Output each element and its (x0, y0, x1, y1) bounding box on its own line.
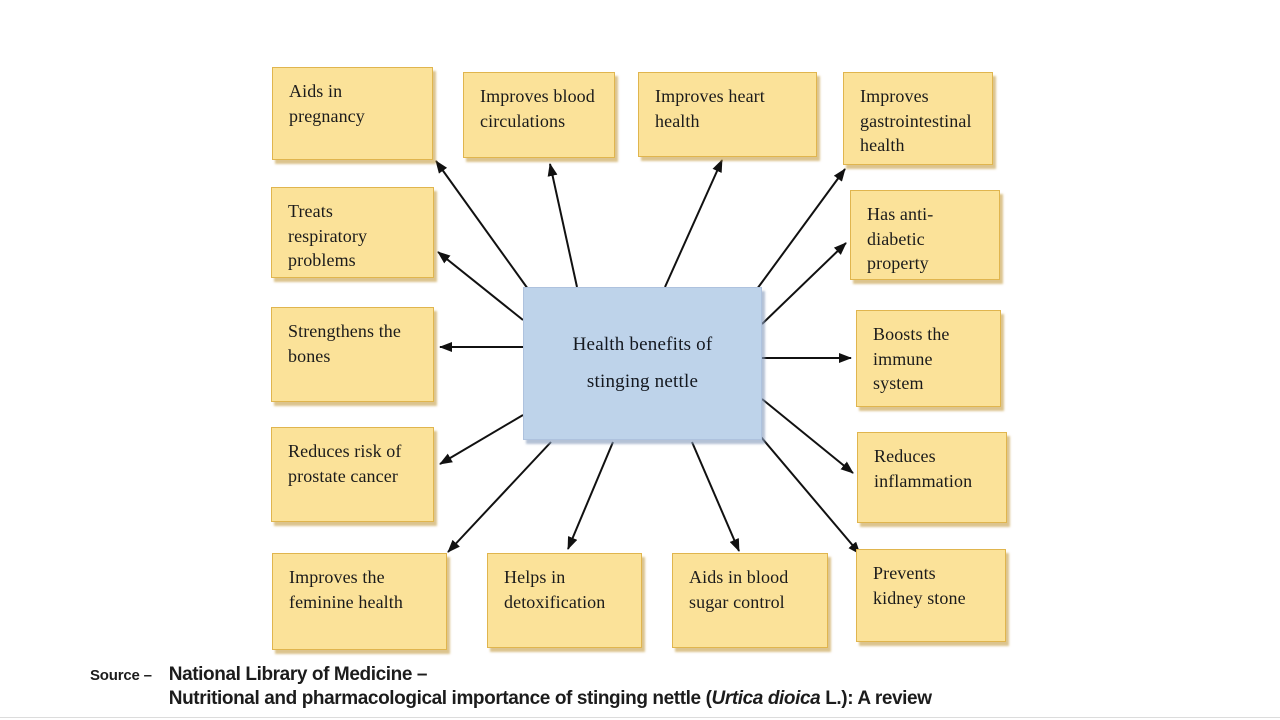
node-strengthens-the-bones: Strengthens the bones (271, 307, 434, 402)
node-reduces-inflammation: Reduces inflammation (857, 432, 1007, 523)
source-line1: National Library of Medicine – (168, 664, 428, 685)
center-node-health-benefits: Health benefits of stinging nettle (523, 287, 762, 440)
arrow-helps-in-detoxification (567, 441, 614, 550)
node-helps-in-detoxification: Helps in detoxification (487, 553, 642, 648)
arrow-reduces-inflammation (761, 398, 854, 474)
node-prevents-kidney-stone: Prevents kidney stone (856, 549, 1006, 642)
node-improves-gastrointestinal-health: Improves gastrointestinal health (843, 72, 993, 165)
node-label: Treats respiratory problems (288, 201, 368, 270)
node-improves-blood-circulations: Improves blood circulations (463, 72, 615, 158)
center-node-line1: Health benefits of (572, 334, 713, 355)
node-improves-heart-health: Improves heart health (638, 72, 817, 157)
node-label: Has anti- diabetic property (867, 204, 934, 273)
node-has-anti-diabetic-property: Has anti- diabetic property (850, 190, 1000, 280)
node-label: Strengthens the bones (288, 321, 401, 366)
node-label: Improves the feminine health (289, 567, 403, 612)
node-treats-respiratory-problems: Treats respiratory problems (271, 187, 434, 278)
node-label: Reduces inflammation (874, 446, 973, 491)
node-label: Improves blood circulations (480, 86, 595, 131)
arrow-has-anti-diabetic-property (761, 242, 847, 325)
arrow-aids-in-pregnancy (435, 160, 529, 290)
node-label: Reduces risk of prostate cancer (288, 441, 402, 486)
source-line2-post: L.): A review (820, 687, 932, 709)
arrow-improves-heart-health (664, 159, 723, 288)
arrow-aids-in-blood-sugar-control (691, 441, 740, 552)
node-boosts-the-immune-system: Boosts the immune system (856, 310, 1001, 407)
node-reduces-risk-of-prostate-cancer: Reduces risk of prostate cancer (271, 427, 434, 522)
arrow-improves-gastrointestinal-health (756, 168, 846, 290)
arrow-improves-the-feminine-health (447, 441, 552, 553)
arrow-improves-blood-circulations (547, 163, 578, 288)
node-improves-the-feminine-health: Improves the feminine health (272, 553, 447, 650)
node-label: Improves heart health (655, 86, 765, 131)
arrow-treats-respiratory-problems (437, 251, 524, 321)
node-label: Improves gastrointestinal health (860, 86, 972, 155)
source-line2-pre: Nutritional and pharmacological importan… (168, 687, 712, 709)
source-caption: Source – National Library of Medicine – … (90, 663, 1269, 710)
page-bottom-rule (0, 717, 1280, 718)
source-text: National Library of Medicine – Nutrition… (169, 663, 1269, 710)
node-label: Aids in pregnancy (289, 81, 365, 126)
source-label: Source – (90, 667, 152, 684)
center-node-line2: stinging nettle (586, 371, 699, 392)
node-label: Prevents kidney stone (873, 563, 966, 608)
node-label: Boosts the immune system (873, 324, 950, 393)
source-line2-species: Urtica dioica (711, 687, 821, 709)
arrow-prevents-kidney-stone (760, 436, 861, 555)
node-label: Helps in detoxification (504, 567, 606, 612)
node-aids-in-blood-sugar-control: Aids in blood sugar control (672, 553, 828, 648)
node-label: Aids in blood sugar control (689, 567, 789, 612)
node-aids-in-pregnancy: Aids in pregnancy (272, 67, 433, 160)
arrow-reduces-risk-of-prostate-cancer (439, 414, 524, 465)
